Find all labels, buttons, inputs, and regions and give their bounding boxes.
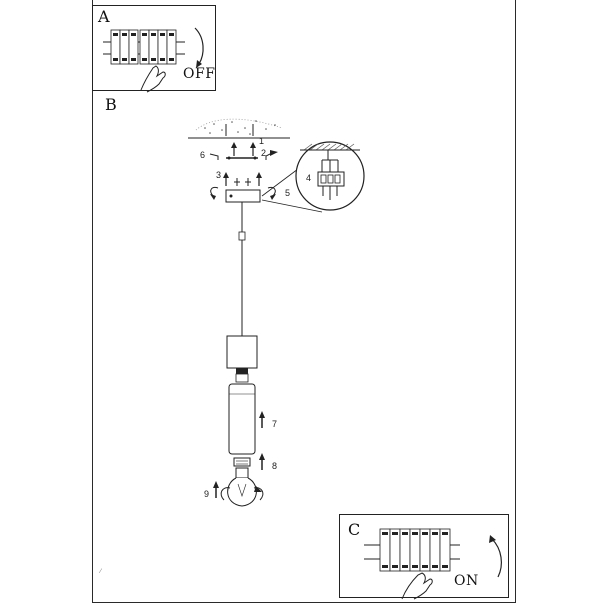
step-4-label: 4 [306, 173, 312, 183]
lamp-holder-top [226, 335, 258, 383]
step-7-label: 7 [272, 419, 278, 429]
panel-a-letter: A [98, 7, 110, 26]
step-2-label: 2 [261, 148, 267, 158]
panel-c-letter: C [348, 520, 361, 539]
step-5-label: 5 [285, 188, 291, 198]
corner-mark: ⁄ [98, 568, 103, 575]
panel-a-off-label: OFF [183, 66, 216, 82]
step-9-label: 9 [204, 489, 210, 499]
step-3-label: 3 [216, 170, 222, 180]
panel-b-letter: B [105, 95, 117, 114]
socket-ring [233, 453, 265, 470]
panel-c-switch-on: C ON [339, 514, 509, 600]
light-bulb [213, 467, 264, 507]
ceiling [188, 118, 290, 139]
step-8-label: 8 [272, 461, 278, 471]
step-1-arrows [231, 142, 256, 156]
panel-c-on-label: ON [454, 573, 479, 589]
lamp-shade-tube [228, 383, 265, 455]
wiring-detail-callout [261, 141, 365, 213]
panel-a-breaker-drawing [103, 27, 204, 93]
mounting-bracket [209, 150, 278, 160]
panel-c-breaker-drawing [364, 528, 502, 600]
step-6-label: 6 [200, 150, 206, 160]
suspension-cable [238, 202, 246, 336]
step-3-arrows [223, 172, 262, 186]
canopy [210, 187, 276, 203]
step-1-label: 1 [259, 136, 265, 146]
panel-a-switch-off: A OFF [92, 5, 216, 93]
